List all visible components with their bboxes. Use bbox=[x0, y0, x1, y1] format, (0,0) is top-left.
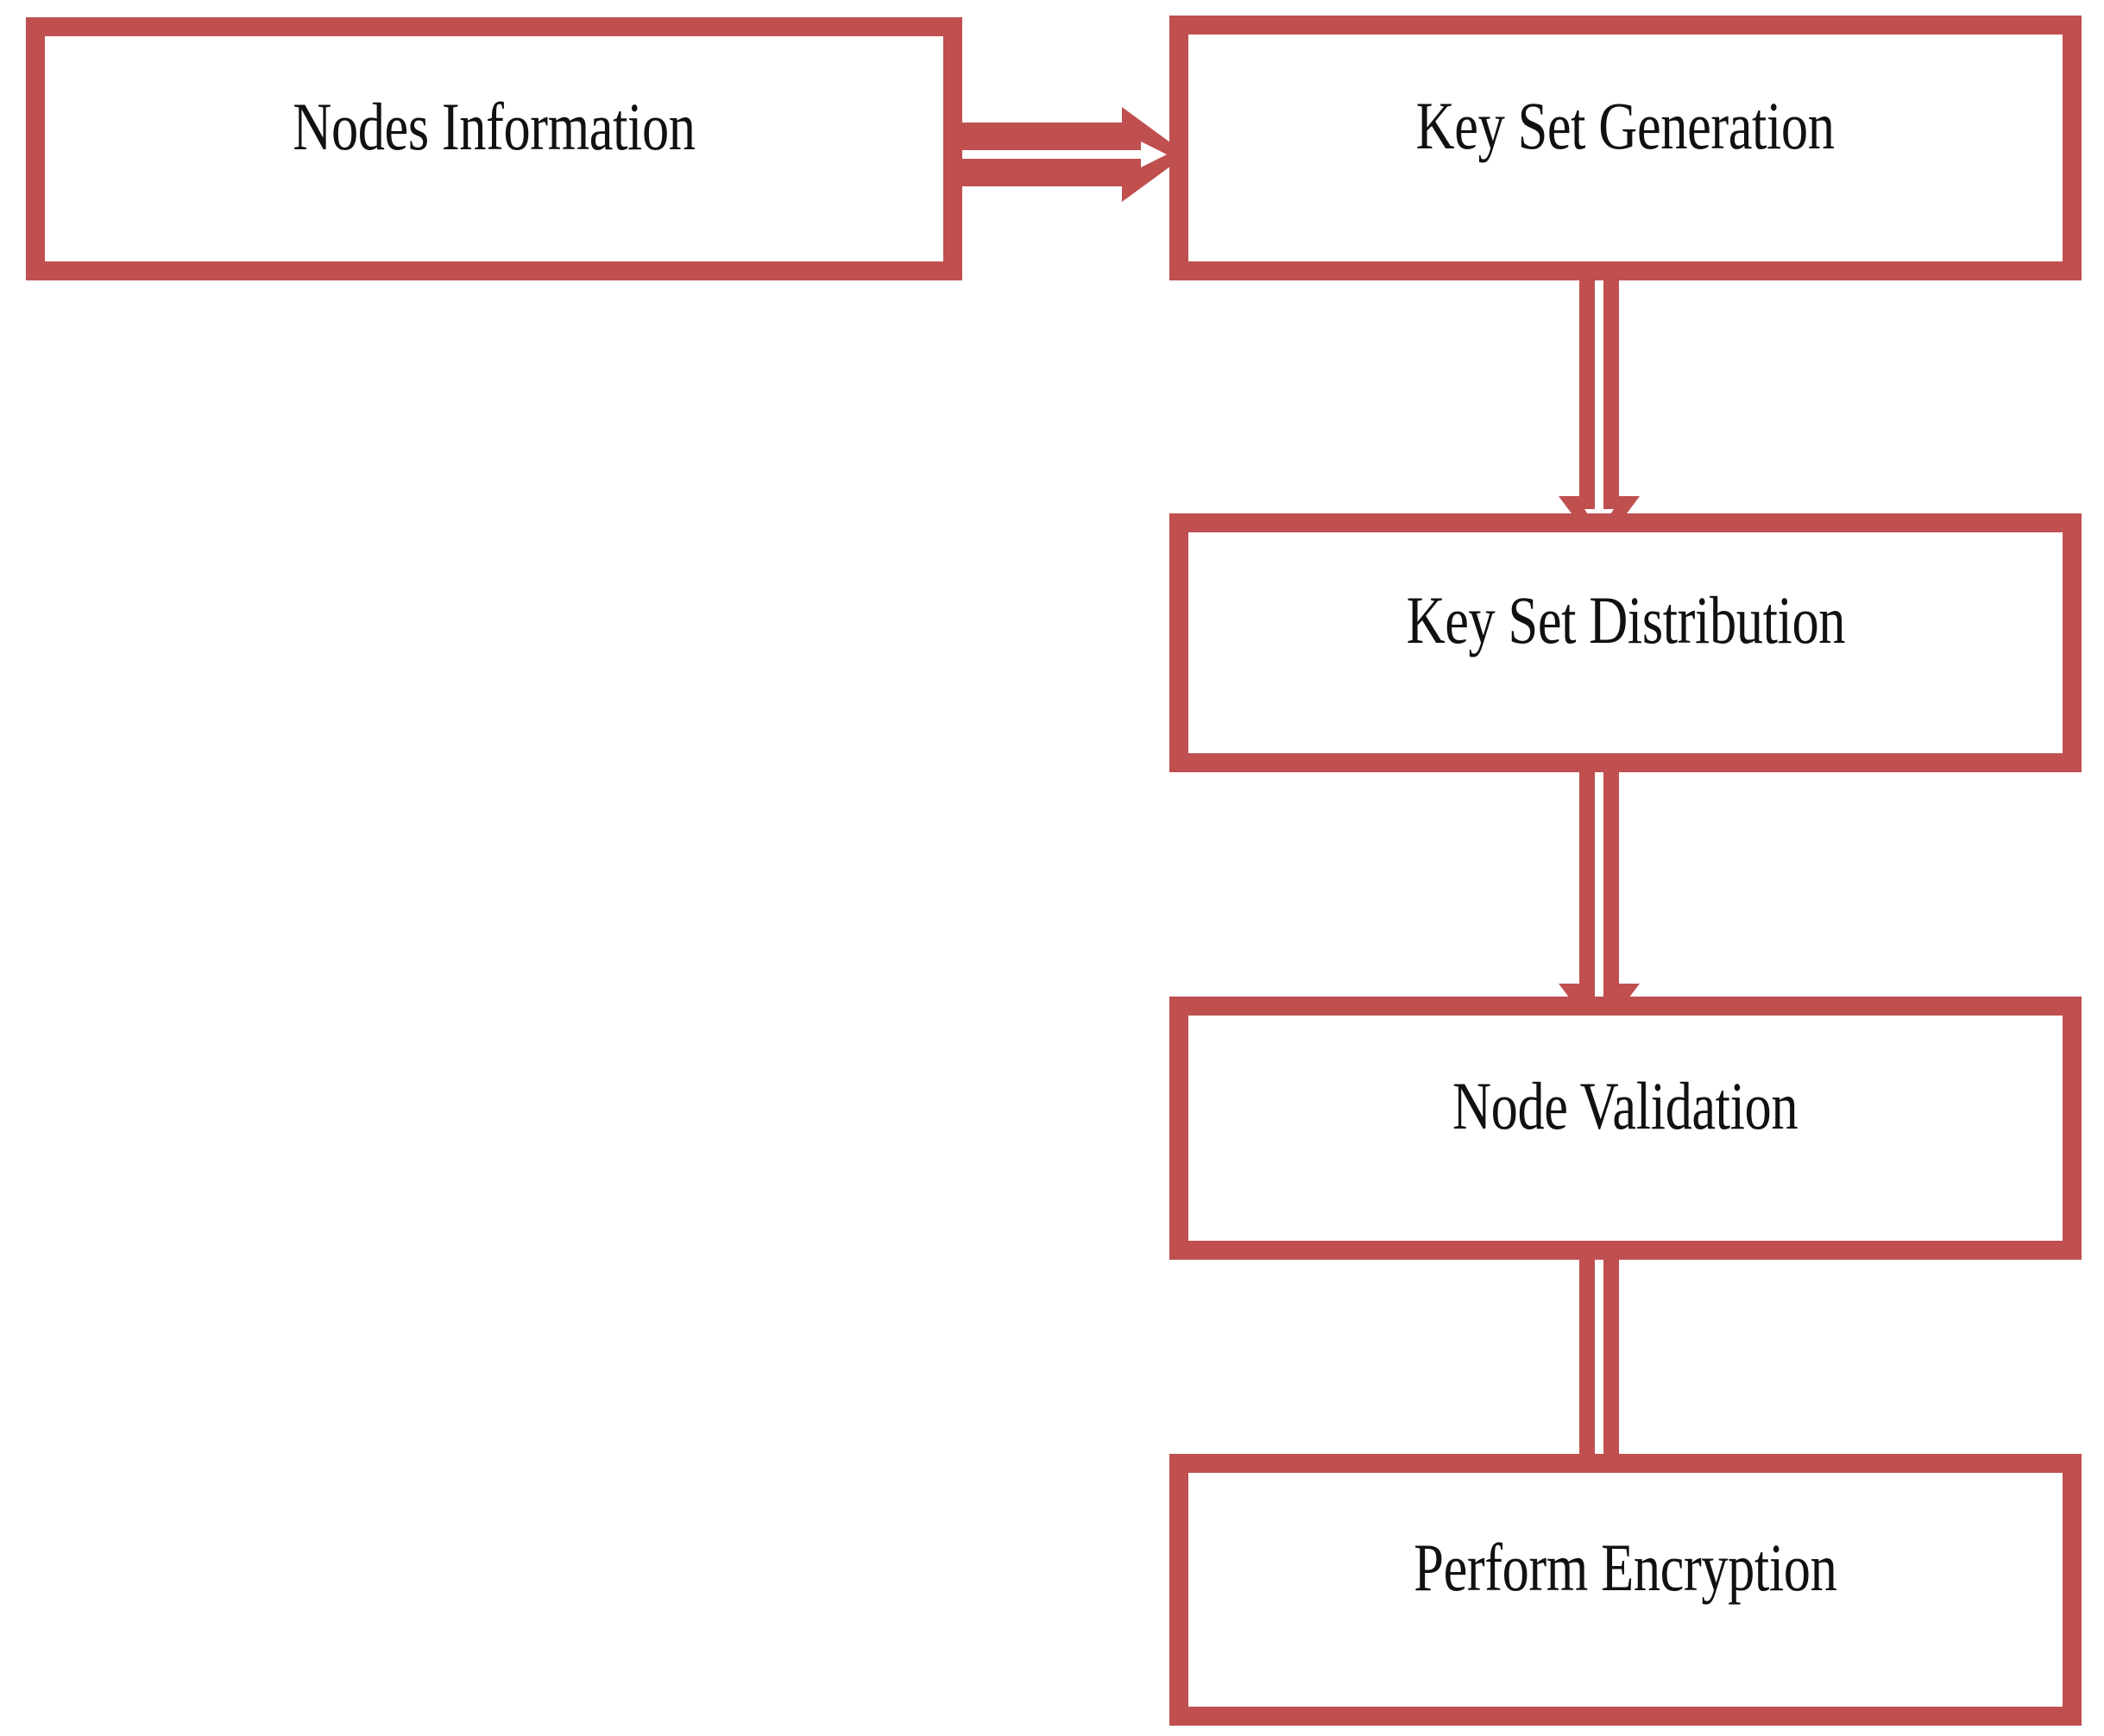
node-label-key-set-generation: Key Set Generation bbox=[1416, 87, 1835, 163]
node-node-validation[interactable]: Node Validation bbox=[1169, 997, 2082, 1260]
node-label-perform-encryption: Perform Encryption bbox=[1414, 1529, 1837, 1605]
node-nodes-information[interactable]: Nodes Information bbox=[26, 17, 962, 280]
arrow-key-set-distribution-to-node-validation bbox=[1559, 752, 1664, 1037]
node-key-set-generation[interactable]: Key Set Generation bbox=[1169, 16, 2082, 280]
node-label-nodes-information: Nodes Information bbox=[293, 88, 696, 164]
node-key-set-distribution[interactable]: Key Set Distribution bbox=[1169, 513, 2082, 772]
node-label-key-set-distribution: Key Set Distribution bbox=[1406, 582, 1845, 657]
arrow-node-validation-to-perform-encryption bbox=[1559, 1239, 1664, 1524]
arrow-key-set-generation-to-key-set-distribution bbox=[1559, 259, 1664, 552]
arrow-nodes-information-to-key-set-generation bbox=[949, 107, 1200, 207]
node-label-node-validation: Node Validation bbox=[1452, 1067, 1798, 1143]
node-perform-encryption[interactable]: Perform Encryption bbox=[1169, 1454, 2082, 1726]
